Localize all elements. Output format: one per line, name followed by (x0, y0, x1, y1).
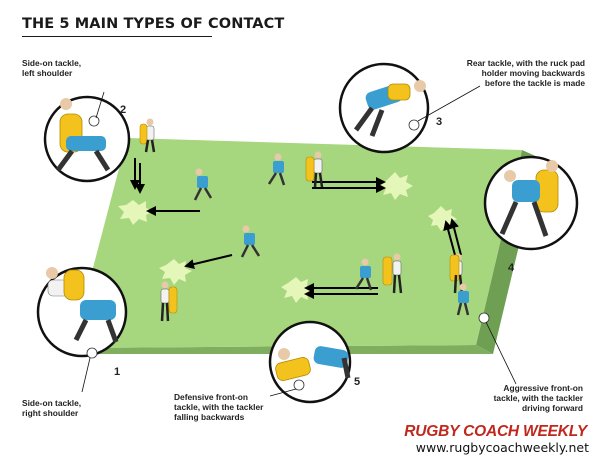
starburst (380, 172, 413, 200)
players (139, 118, 470, 322)
label-line: holder moving backwards (481, 68, 585, 78)
pad-holder (305, 151, 324, 188)
label-side-on-left: Side-on tackle, left shoulder (22, 58, 81, 78)
attacker (354, 258, 373, 291)
pad-holder (139, 118, 156, 153)
movement-arrows (130, 158, 462, 299)
label-line: Side-on tackle, (22, 398, 82, 408)
attacker (267, 153, 286, 186)
pitch-surface (72, 138, 522, 348)
inset-aggressive (483, 155, 579, 251)
inset-side-on-right (36, 266, 128, 393)
attacker (456, 283, 470, 316)
pad-holder (449, 253, 464, 294)
label-line: driving forward (522, 403, 583, 413)
label-line: right shoulder (22, 408, 79, 418)
label-defensive: Defensive front-on tackle, with the tack… (174, 392, 263, 422)
attacker (193, 168, 213, 201)
inset-side-on-left (43, 91, 131, 183)
page-title: THE 5 MAIN TYPES OF CONTACT (22, 16, 285, 32)
starburst (118, 200, 154, 225)
arrow (443, 220, 456, 256)
station-number-2: 2 (120, 104, 127, 116)
station-number-5: 5 (354, 376, 361, 388)
inset-rear (338, 62, 481, 154)
label-line: before the tackle is made (484, 78, 585, 88)
inset-defensive (268, 320, 352, 404)
label-line: Aggressive front-on (503, 383, 583, 393)
pad-holder (382, 253, 403, 294)
label-line: Rear tackle, with the ruck pad (466, 58, 585, 68)
leader-aggressive (478, 312, 517, 385)
arrow (184, 254, 233, 270)
station-number-4: 4 (508, 262, 515, 274)
website-url: www.rugbycoachweekly.net (415, 440, 589, 455)
station-number-3: 3 (436, 116, 443, 128)
label-line: tackle, with the tackler (174, 402, 264, 412)
label-aggressive: Aggressive front-on tackle, with the tac… (494, 383, 583, 413)
label-line: Defensive front-on (174, 392, 248, 402)
attacker (240, 225, 261, 258)
label-line: Side-on tackle, (22, 58, 82, 68)
label-line: tackle, with the tackler (493, 393, 583, 403)
pad-holder (160, 281, 178, 322)
label-line: left shoulder (22, 68, 73, 78)
arrow (449, 218, 462, 256)
label-side-on-right: Side-on tackle, right shoulder (22, 398, 81, 418)
station-number-1: 1 (114, 366, 121, 378)
starburst (159, 259, 192, 285)
title-underline (22, 36, 212, 37)
label-line: falling backwards (174, 412, 245, 422)
label-rear: Rear tackle, with the ruck pad holder mo… (467, 58, 585, 88)
brand-logo-text: RUGBY COACH WEEKLY (404, 423, 587, 440)
